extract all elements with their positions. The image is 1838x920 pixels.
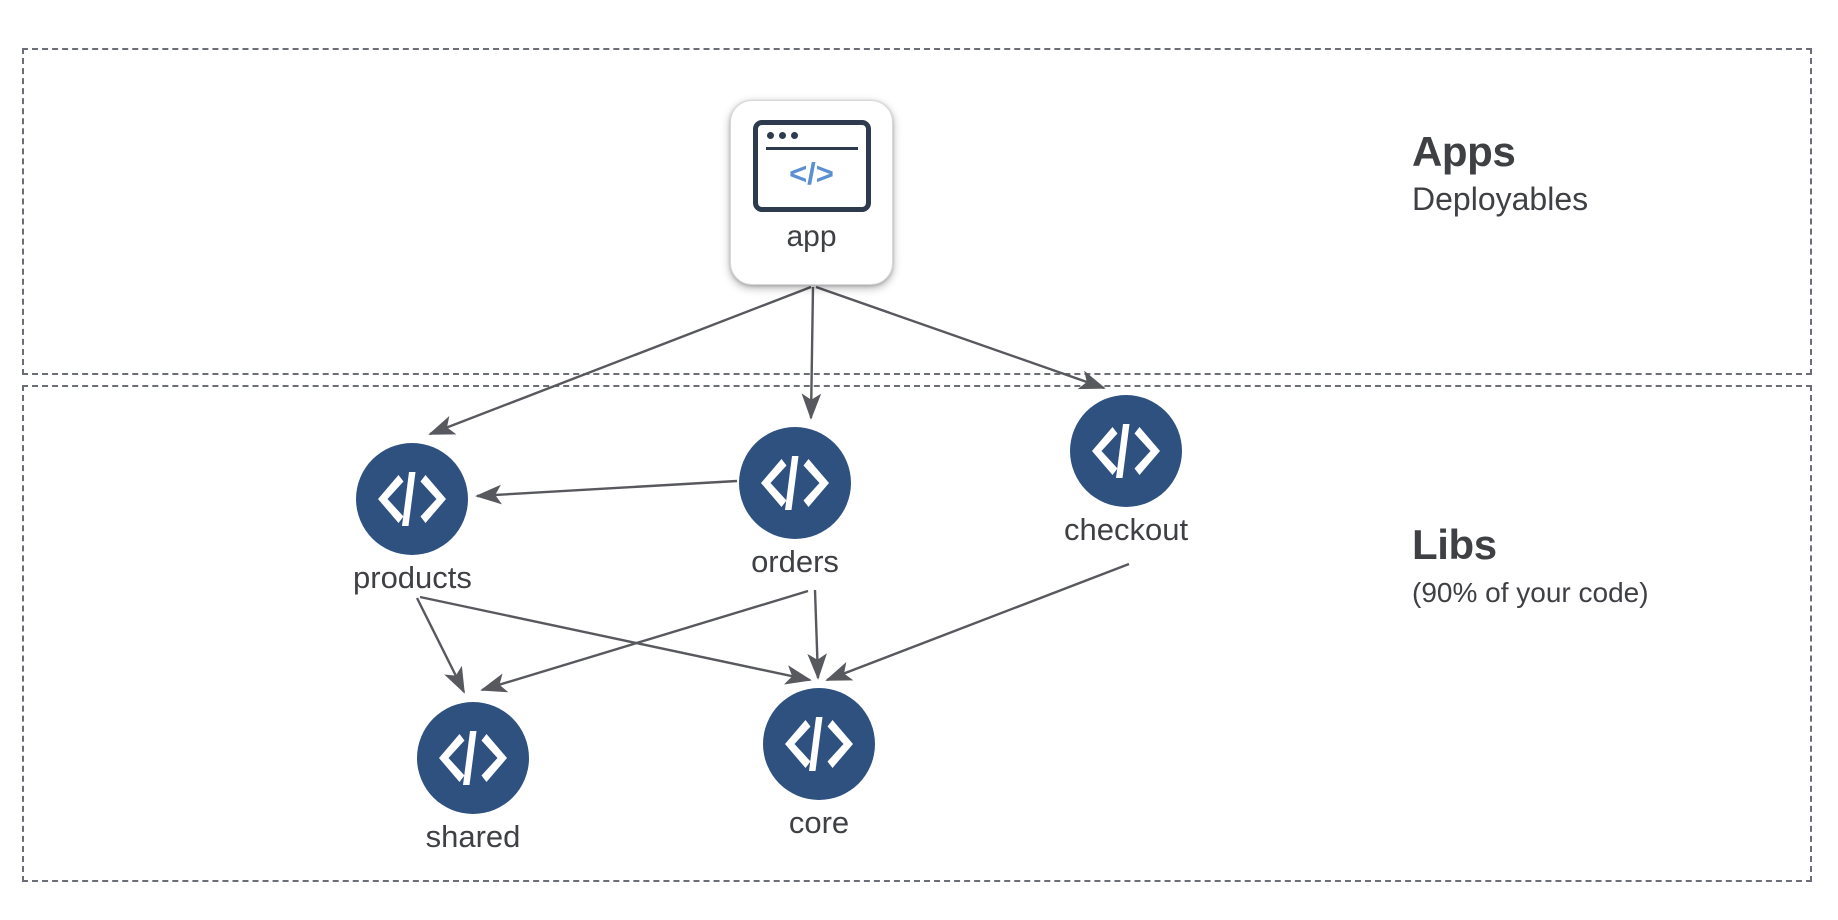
code-brackets-icon [356, 443, 469, 555]
browser-dots-icon [766, 132, 798, 139]
node-shared[interactable]: shared [417, 702, 529, 854]
code-brackets-icon [763, 688, 875, 800]
zone-apps-title: Apps [1412, 128, 1516, 175]
code-brackets-icon [739, 427, 851, 539]
node-app[interactable]: </> app [730, 100, 893, 285]
code-brackets-icon [417, 702, 529, 814]
zone-apps-subtitle: Deployables [1412, 181, 1589, 218]
code-brackets-icon [1070, 395, 1183, 507]
node-orders-label: orders [751, 544, 839, 579]
zone-apps-caption: Apps Deployables [1412, 128, 1588, 218]
node-products[interactable]: products [353, 443, 472, 595]
node-shared-label: shared [425, 819, 521, 854]
node-core-label: core [788, 805, 850, 840]
node-checkout-label: checkout [1064, 512, 1189, 547]
node-products-label: products [353, 560, 472, 595]
node-core[interactable]: core [763, 688, 875, 840]
node-checkout[interactable]: checkout [1064, 395, 1188, 547]
zone-libs-title: Libs [1412, 521, 1497, 568]
zone-libs-subtitle: (90% of your code) [1412, 577, 1649, 609]
browser-code-icon: </> [752, 120, 871, 212]
zone-libs-boundary [22, 385, 1812, 882]
browser-rule-divider [765, 147, 858, 150]
node-orders[interactable]: orders [739, 427, 851, 579]
code-glyph: </> [789, 156, 834, 191]
node-app-label: app [786, 220, 837, 253]
zone-libs-caption: Libs (90% of your code) [1412, 521, 1649, 608]
